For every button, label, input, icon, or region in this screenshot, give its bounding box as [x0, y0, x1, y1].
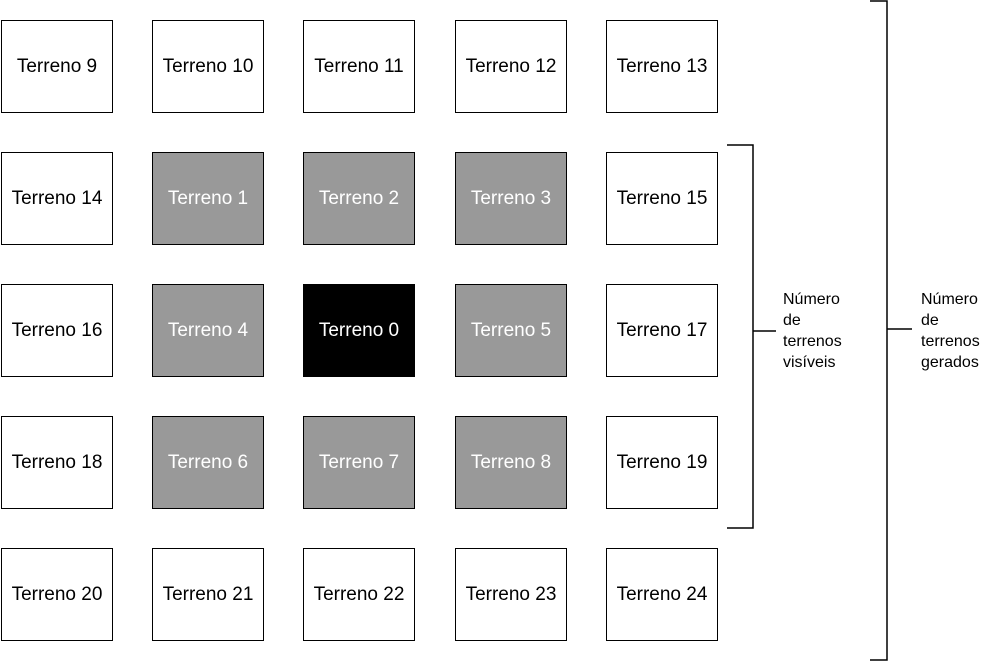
tile-visible: Terreno 8 — [455, 416, 567, 509]
tile-generated: Terreno 16 — [1, 284, 113, 377]
tile-visible: Terreno 3 — [455, 152, 567, 245]
tile-visible: Terreno 4 — [152, 284, 264, 377]
tile-generated: Terreno 15 — [606, 152, 718, 245]
tile-generated: Terreno 18 — [1, 416, 113, 509]
generated-terrains-label: Número de terrenos gerados — [921, 289, 980, 373]
tile-visible: Terreno 1 — [152, 152, 264, 245]
tile-generated: Terreno 13 — [606, 20, 718, 113]
tile-generated: Terreno 24 — [606, 548, 718, 641]
label-line: de — [783, 312, 801, 329]
tile-visible: Terreno 5 — [455, 284, 567, 377]
tile-generated: Terreno 17 — [606, 284, 718, 377]
tile-generated: Terreno 21 — [152, 548, 264, 641]
label-line: gerados — [921, 354, 979, 371]
tile-generated: Terreno 10 — [152, 20, 264, 113]
tile-generated: Terreno 9 — [1, 20, 113, 113]
label-line: terrenos — [783, 333, 842, 350]
visible-range-bracket — [727, 144, 776, 529]
tile-generated: Terreno 22 — [303, 548, 415, 641]
tile-generated: Terreno 20 — [1, 548, 113, 641]
tile-generated: Terreno 12 — [455, 20, 567, 113]
label-line: Número — [921, 291, 978, 308]
label-line: visíveis — [783, 354, 836, 371]
visible-terrains-label: Número de terrenos visíveis — [783, 289, 842, 373]
tile-visible: Terreno 7 — [303, 416, 415, 509]
tile-current: Terreno 0 — [303, 284, 415, 377]
tile-generated: Terreno 23 — [455, 548, 567, 641]
label-line: de — [921, 312, 939, 329]
tile-visible: Terreno 6 — [152, 416, 264, 509]
tile-generated: Terreno 11 — [303, 20, 415, 113]
tile-generated: Terreno 19 — [606, 416, 718, 509]
generated-range-bracket — [870, 0, 912, 661]
tile-generated: Terreno 14 — [1, 152, 113, 245]
label-line: terrenos — [921, 333, 980, 350]
label-line: Número — [783, 291, 840, 308]
tile-visible: Terreno 2 — [303, 152, 415, 245]
